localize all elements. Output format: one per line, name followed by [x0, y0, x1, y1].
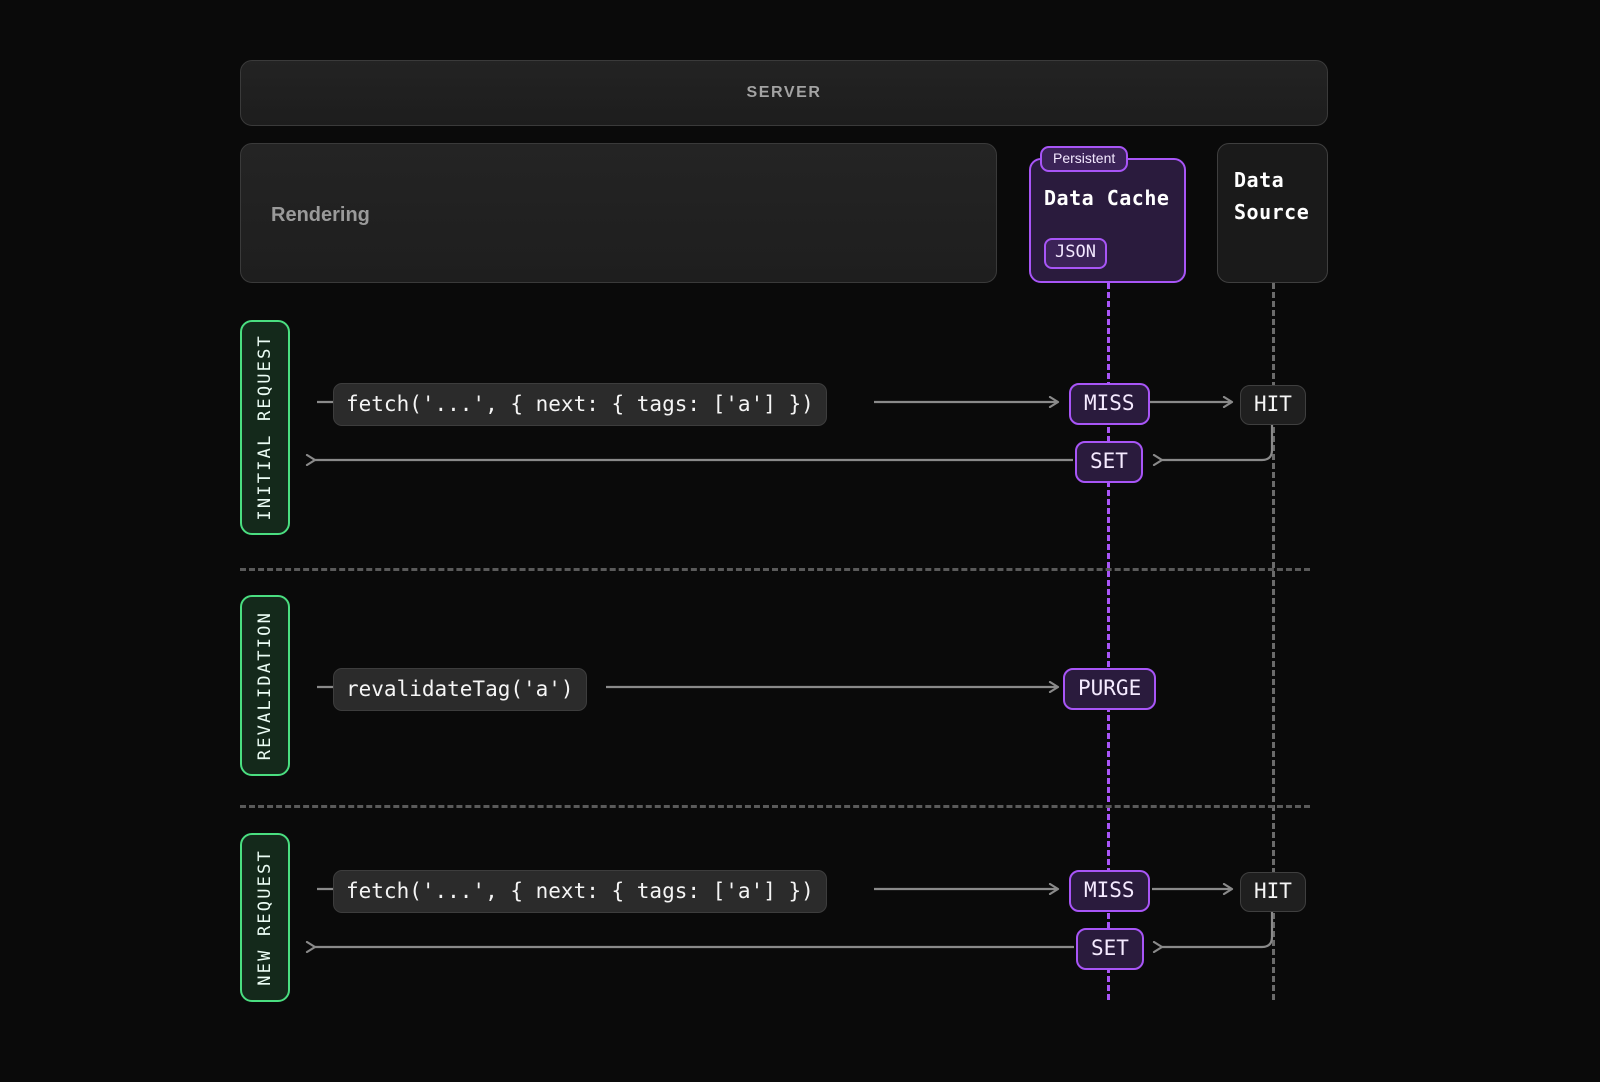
badge-source-hit-initial: HIT: [1240, 385, 1306, 426]
persistent-badge: Persistent: [1040, 146, 1129, 173]
json-format-badge: JSON: [1044, 238, 1107, 269]
section-divider-1: [240, 568, 1310, 571]
code-chip-revalidate-tag: revalidateTag('a'): [333, 668, 587, 711]
server-label: SERVER: [746, 84, 822, 101]
badge-cache-miss-initial: MISS: [1069, 383, 1150, 426]
data-source-title-line1: Data: [1234, 168, 1285, 192]
phase-label-new-request: NEW REQUEST: [240, 833, 290, 1002]
rendering-container: Rendering: [240, 143, 997, 283]
code-chip-initial-fetch: fetch('...', { next: { tags: ['a'] }): [333, 383, 827, 426]
phase-label-text: INITIAL REQUEST: [255, 334, 275, 521]
data-cache-title: Data Cache: [1044, 186, 1170, 210]
phase-label-text: REVALIDATION: [255, 610, 275, 761]
section-divider-2: [240, 805, 1310, 808]
code-chip-new-fetch: fetch('...', { next: { tags: ['a'] }): [333, 870, 827, 913]
badge-cache-purge: PURGE: [1063, 668, 1157, 711]
data-cache-lifeline: [1107, 283, 1110, 1000]
data-source-lifeline: [1272, 283, 1275, 1000]
data-source-title-line2: Source: [1234, 200, 1310, 225]
phase-label-revalidation: REVALIDATION: [240, 595, 290, 776]
phase-label-initial-request: INITIAL REQUEST: [240, 320, 290, 535]
badge-cache-set-initial: SET: [1075, 441, 1143, 484]
data-cache-node: Data Cache JSON: [1029, 158, 1186, 283]
badge-source-hit-new: HIT: [1240, 872, 1306, 913]
rendering-label: Rendering: [271, 204, 370, 226]
phase-label-text: NEW REQUEST: [255, 849, 275, 986]
server-container: SERVER: [240, 60, 1328, 126]
badge-cache-miss-new: MISS: [1069, 870, 1150, 913]
badge-cache-set-new: SET: [1076, 928, 1144, 971]
